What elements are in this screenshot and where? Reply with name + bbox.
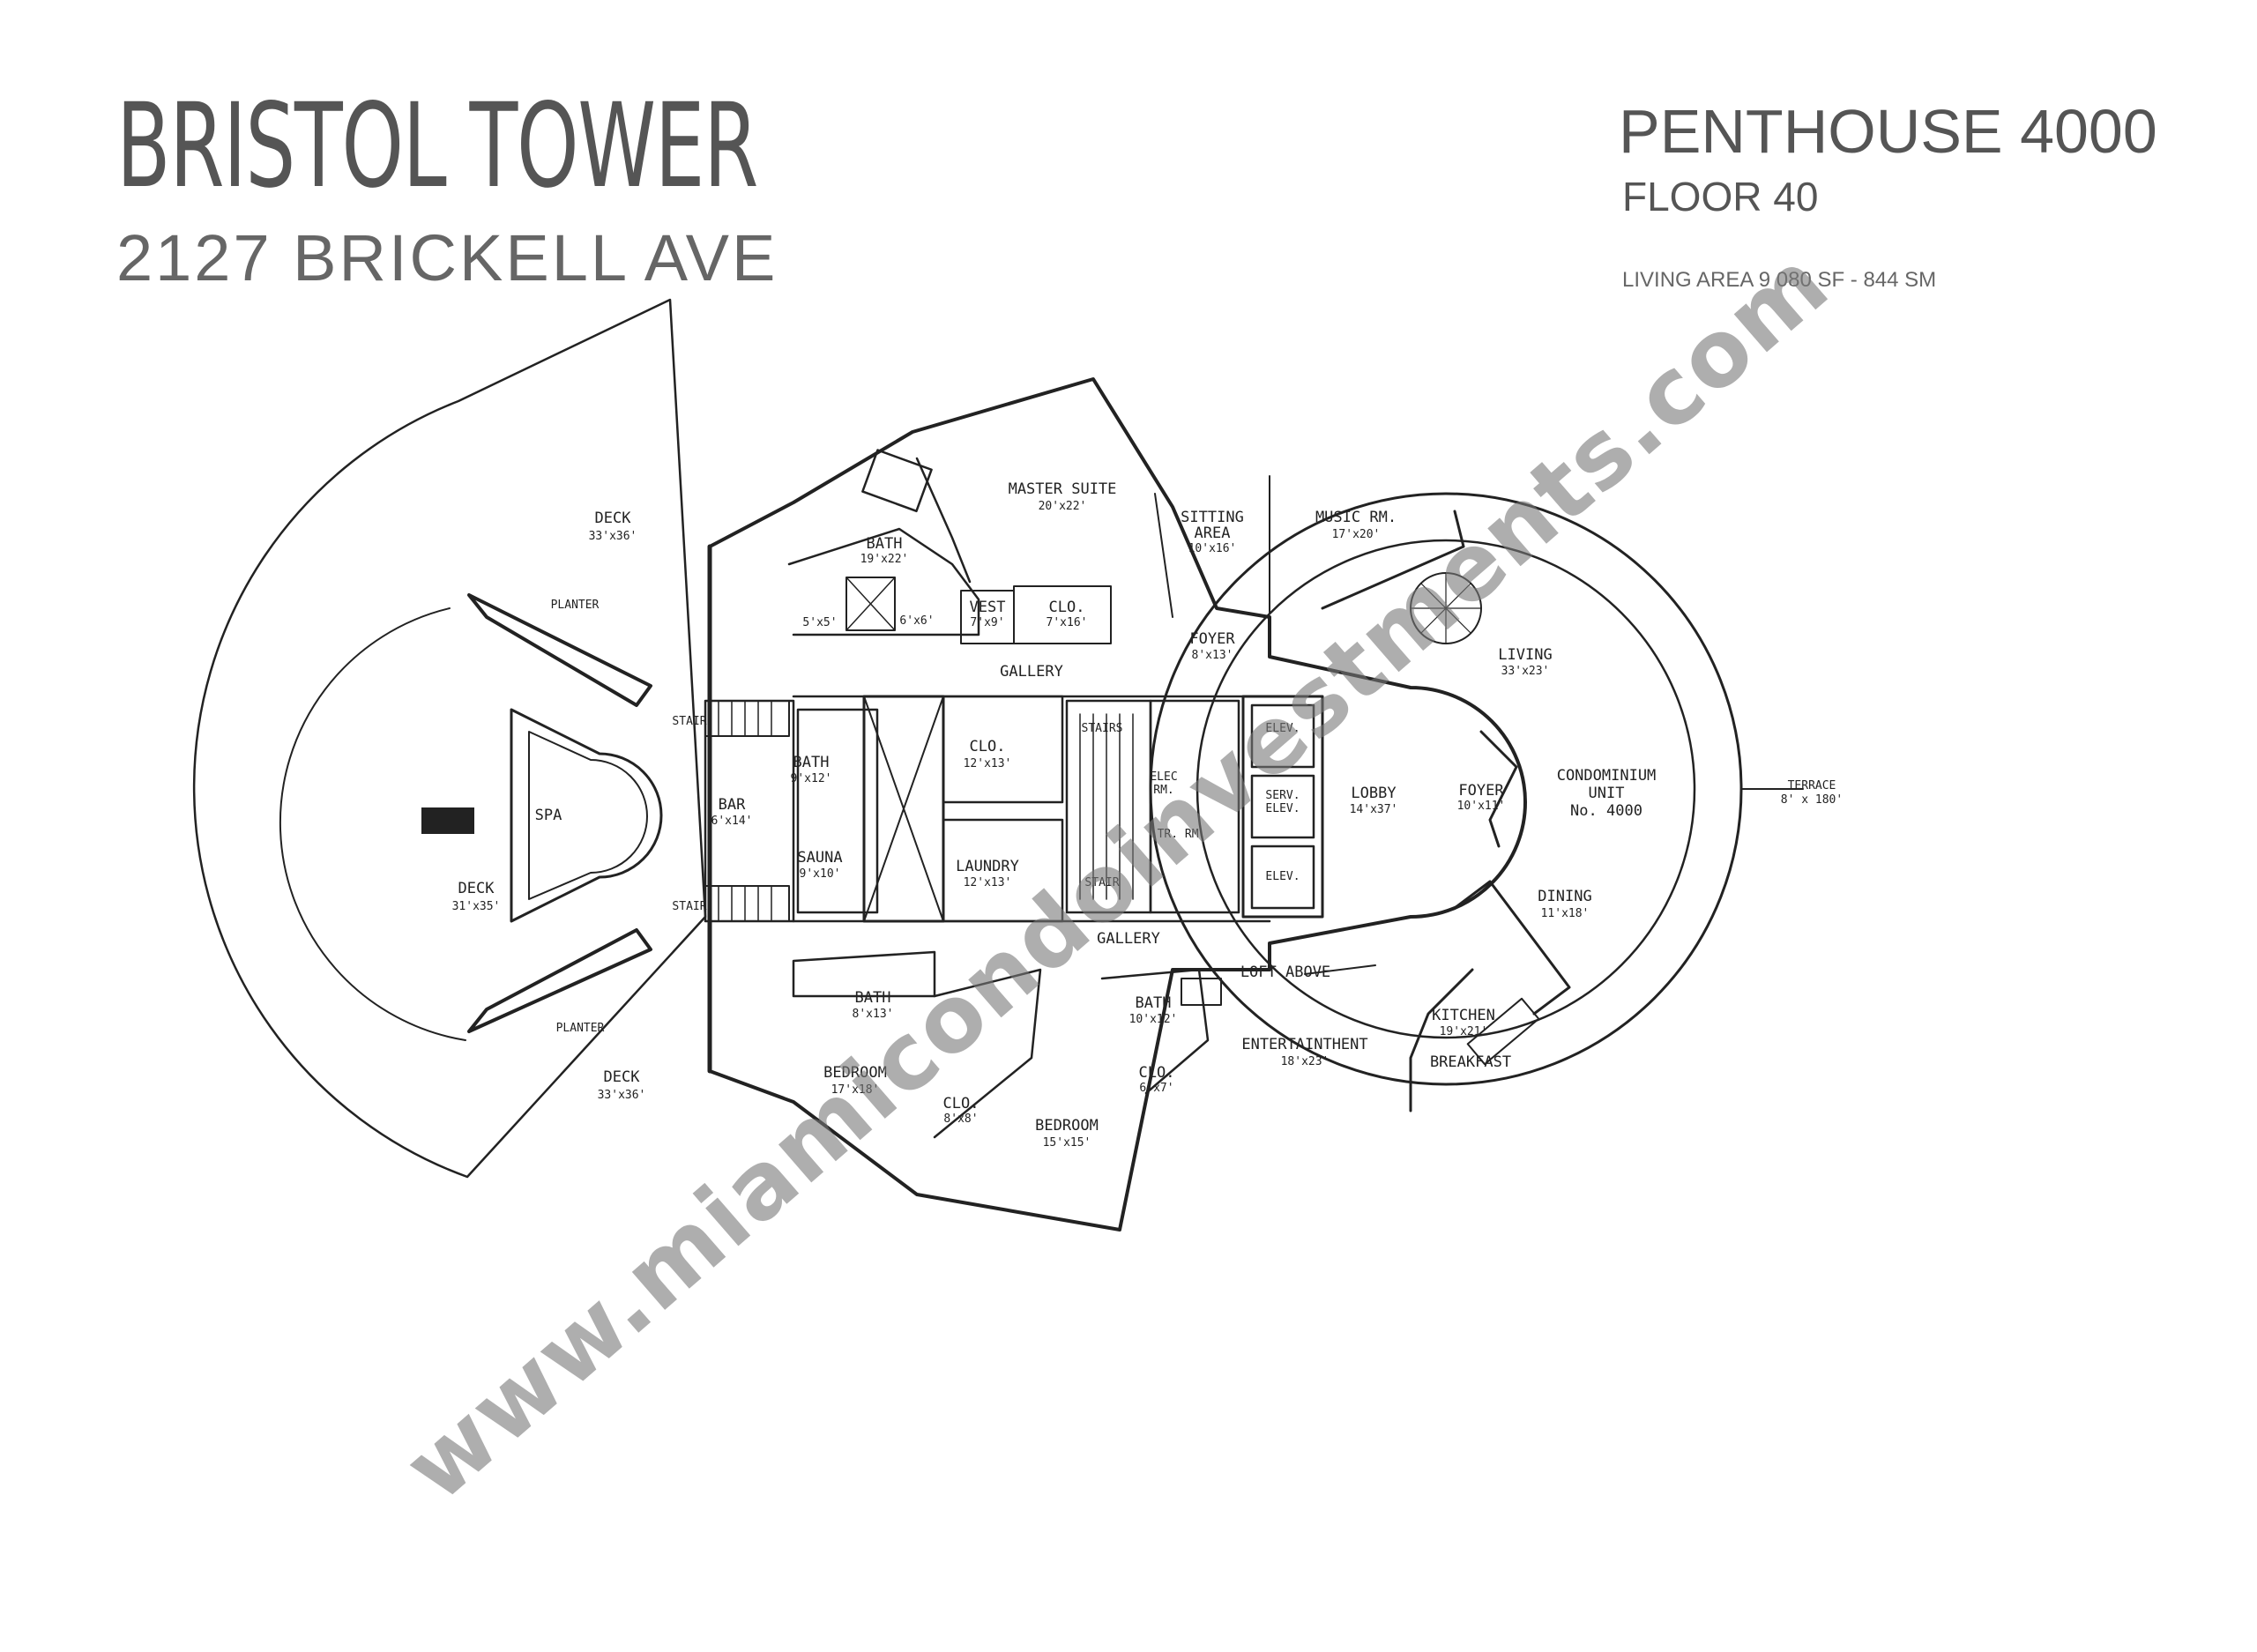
living-label: LIVING <box>1498 646 1552 664</box>
bedroom-right-label: BEDROOM <box>1035 1117 1099 1135</box>
floor-label: FLOOR 40 <box>1622 174 1819 220</box>
deck-fan <box>192 298 707 1179</box>
condo-label: CONDOMINIUM <box>1557 767 1657 785</box>
stair-bottom-treads <box>704 885 790 922</box>
gallery-top-label: GALLERY <box>1000 663 1063 681</box>
dining-label: DINING <box>1538 888 1591 905</box>
watermark-text: www.miamicondoinvestments.com <box>384 228 1850 1522</box>
entertainment-dim: 18'x23' <box>1281 1055 1330 1068</box>
bath-center-dim: 9'x12' <box>791 772 832 785</box>
building-address: 2127 BRICKELL AVE <box>116 221 778 294</box>
planter-top-shape <box>467 593 652 707</box>
clo-right-label: CLO. <box>1139 1064 1175 1082</box>
spa-shape <box>510 708 663 923</box>
spa-label: SPA <box>535 807 562 824</box>
deck-mid-label: DECK <box>458 880 495 897</box>
serv-elev-label-2: ELEV. <box>1265 802 1300 815</box>
small-room-b-dim: 6'x6' <box>899 614 934 628</box>
deck-bottom-label: DECK <box>604 1068 641 1086</box>
foyer-right-label: FOYER <box>1458 782 1504 800</box>
vest-dim: 7'x9' <box>970 616 1004 629</box>
living-area: LIVING AREA 9 080 SF - 844 SM <box>1622 268 1937 292</box>
laundry-label: LAUNDRY <box>956 858 1019 875</box>
clo-left-dim: 8'x8' <box>943 1112 978 1126</box>
clo-center-dim: 12'x13' <box>964 757 1012 770</box>
master-suite-label: MASTER SUITE <box>1009 480 1117 498</box>
bath-right-label: BATH <box>1136 994 1172 1012</box>
master-bath-label: BATH <box>867 535 903 553</box>
deck-mid-dim: 31'x35' <box>452 900 501 913</box>
bath-center-label: BATH <box>793 754 830 771</box>
living-outline <box>1196 539 1696 1039</box>
stair-bottom-label: STAIR <box>672 900 706 913</box>
breakfast-label: BREAKFAST <box>1430 1053 1511 1071</box>
stair-top-label: STAIR <box>672 715 706 728</box>
living-dim: 33'x23' <box>1501 665 1550 678</box>
planter-bottom-label: PLANTER <box>556 1022 605 1035</box>
bedroom-left-dim: 17'x18' <box>831 1083 880 1097</box>
bath-left-dim: 8'x13' <box>853 1008 894 1021</box>
elec-room-label-2: RM. <box>1153 784 1173 797</box>
bar-dim: 6'x14' <box>711 815 753 828</box>
terrace-label: TERRACE <box>1788 779 1836 793</box>
sitting-area-dim: 10'x16' <box>1188 542 1237 555</box>
sitting-area-label-2: AREA <box>1195 525 1231 542</box>
vest-label: VEST <box>970 599 1006 616</box>
deck-inner-arc <box>279 607 466 1041</box>
unit-title: PENTHOUSE 4000 <box>1619 97 2157 166</box>
music-room-dim: 17'x20' <box>1332 528 1381 541</box>
building-name: BRISTOL TOWER <box>116 78 758 214</box>
clo-master-dim: 7'x16' <box>1047 616 1088 629</box>
bath-left-label: BATH <box>855 989 891 1007</box>
kitchen-label: KITCHEN <box>1432 1007 1495 1024</box>
deck-top-label: DECK <box>595 510 632 527</box>
planter-top-label: PLANTER <box>551 599 600 612</box>
elev-bottom-label: ELEV. <box>1265 870 1300 883</box>
lobby-dim: 14'x37' <box>1350 803 1398 816</box>
elec-room-label: ELEC <box>1150 770 1177 784</box>
deck-top-dim: 33'x36' <box>589 530 637 543</box>
terrace-dim: 8' x 180' <box>1781 793 1843 807</box>
clo-left-label: CLO. <box>943 1095 980 1112</box>
dining-dim: 11'x18' <box>1541 907 1590 920</box>
kitchen-dim: 19'x21' <box>1440 1025 1488 1038</box>
elev-top-label: ELEV. <box>1265 722 1300 735</box>
stair-small-label: STAIR <box>1084 876 1119 889</box>
clo-right-dim: 6'x7' <box>1139 1082 1173 1095</box>
foyer-right-dim: 10'x11' <box>1457 800 1506 813</box>
bar-label: BAR <box>719 796 746 814</box>
master-bath-dim: 19'x22' <box>860 553 909 566</box>
music-room-label: MUSIC RM. <box>1315 509 1397 526</box>
sauna-dim: 9'x10' <box>800 867 841 881</box>
lobby-label: LOBBY <box>1351 785 1396 802</box>
loft-above-label: LOFT ABOVE <box>1240 964 1330 981</box>
gallery-bottom-label: GALLERY <box>1097 930 1160 948</box>
foyer-top-label: FOYER <box>1189 630 1235 648</box>
serv-elev-label: SERV. <box>1265 789 1300 802</box>
entertainment-label: ENTERTAINTHENT <box>1241 1036 1367 1053</box>
clo-center-label: CLO. <box>970 738 1006 755</box>
tr-room-label: TR. RM. <box>1158 828 1206 841</box>
sitting-area-label: SITTING <box>1181 509 1244 526</box>
building-outline <box>708 377 1527 1232</box>
small-room-a-dim: 5'x5' <box>802 616 837 629</box>
laundry-dim: 12'x13' <box>964 876 1012 889</box>
condo-label-3: No. 4000 <box>1570 802 1642 820</box>
bath-right-dim: 10'x12' <box>1129 1013 1178 1026</box>
deck-bottom-dim: 33'x36' <box>598 1089 646 1102</box>
stair-top-treads <box>704 700 790 737</box>
bedroom-right-dim: 15'x15' <box>1043 1136 1091 1150</box>
condo-label-2: UNIT <box>1589 785 1625 802</box>
bedroom-left-label: BEDROOM <box>823 1064 887 1082</box>
sauna-label: SAUNA <box>797 849 842 867</box>
stairs-label: STAIRS <box>1082 722 1123 735</box>
clo-master-label: CLO. <box>1049 599 1085 616</box>
master-suite-dim: 20'x22' <box>1039 500 1087 513</box>
planter-bottom-shape <box>467 928 652 1033</box>
elevator-shaft <box>862 695 945 923</box>
foyer-top-dim: 8'x13' <box>1192 649 1233 662</box>
spa-step <box>421 807 474 834</box>
